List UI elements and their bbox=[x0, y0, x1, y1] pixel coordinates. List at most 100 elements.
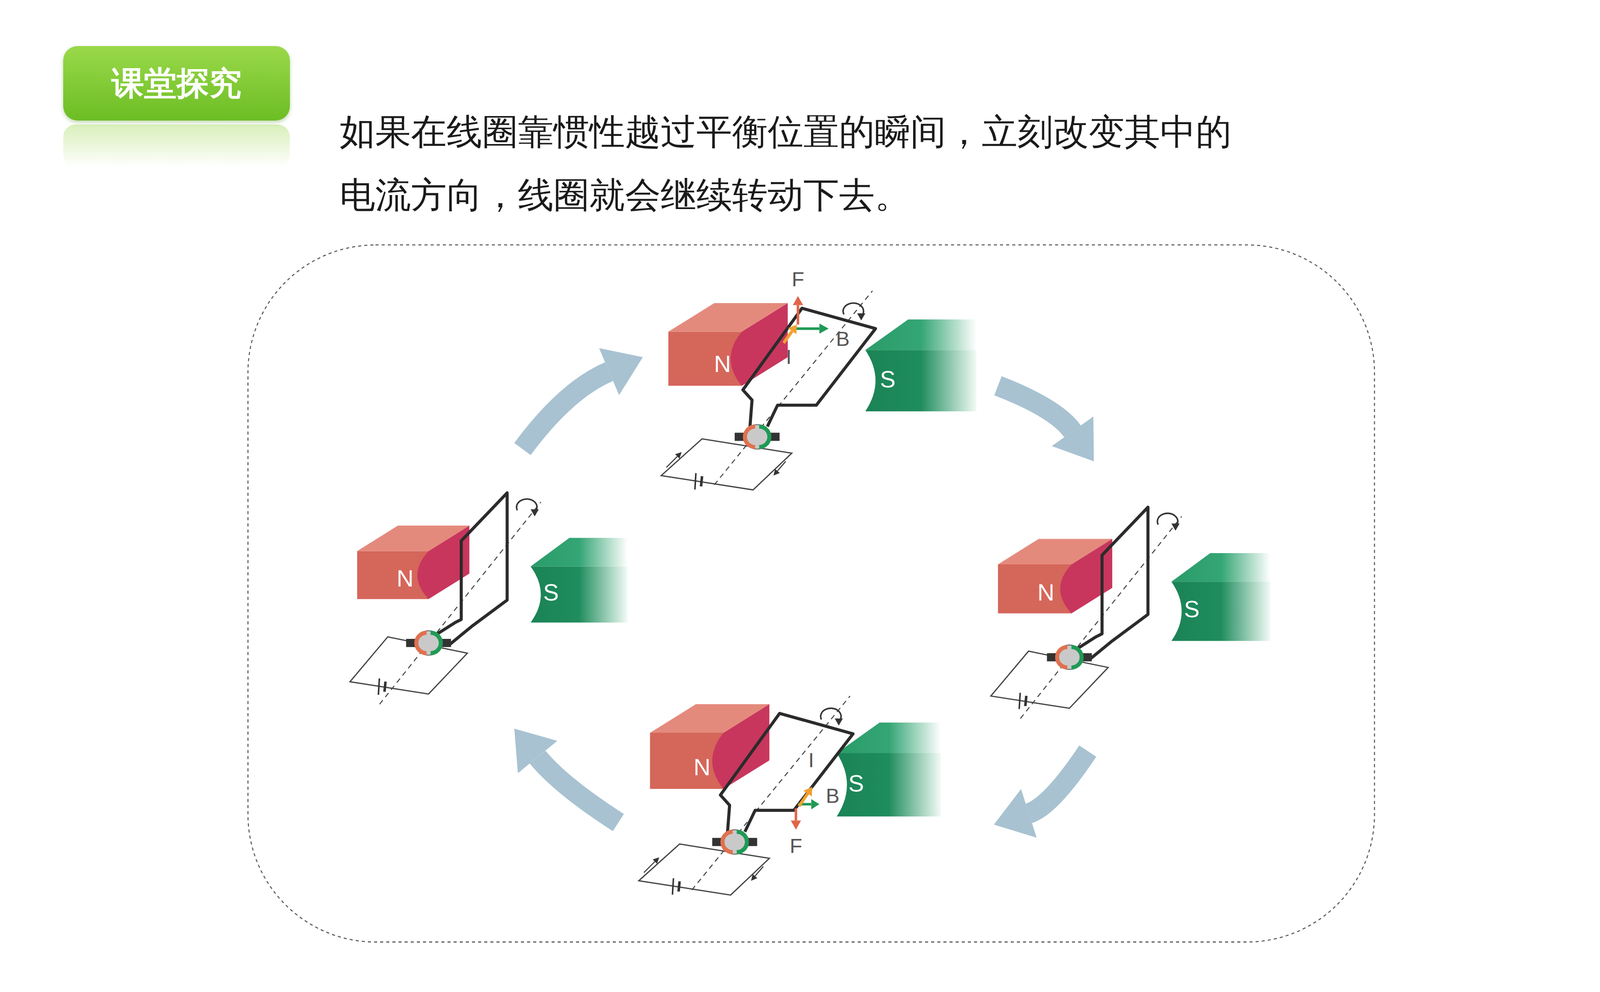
magnet-top bbox=[1171, 553, 1271, 582]
badge-text: 课堂探究 bbox=[111, 64, 242, 103]
rotation-head bbox=[834, 718, 843, 726]
pole-letter: N bbox=[713, 350, 732, 378]
pole-letter: S bbox=[879, 366, 896, 394]
dashed-frame bbox=[247, 244, 1375, 943]
battery bbox=[378, 678, 380, 696]
coil bbox=[742, 308, 876, 427]
n-magnet bbox=[668, 303, 788, 386]
cycle-arrow-head bbox=[599, 348, 644, 396]
coil-stage bbox=[661, 290, 876, 490]
n-magnet bbox=[649, 704, 770, 790]
field-arrow bbox=[795, 327, 820, 331]
current-arrow bbox=[783, 331, 793, 343]
magnet-pole-label: S bbox=[845, 768, 867, 800]
commutator bbox=[744, 424, 770, 449]
magnet-pole-label: N bbox=[711, 349, 734, 380]
coil-stage bbox=[349, 493, 542, 705]
pole-letter: N bbox=[396, 565, 414, 593]
pole-letter: N bbox=[693, 754, 711, 782]
magnet-top bbox=[530, 537, 628, 567]
magnet-front bbox=[668, 331, 742, 387]
s-magnet bbox=[530, 537, 628, 623]
badge-reflection bbox=[63, 124, 290, 168]
commutator bbox=[722, 830, 747, 855]
magnet-pole-label: S bbox=[876, 364, 899, 396]
coil-stage bbox=[990, 507, 1182, 719]
n-magnet bbox=[357, 525, 470, 600]
circuit bbox=[990, 651, 1109, 709]
cycle-arrow bbox=[537, 757, 619, 823]
current-arrow-head bbox=[652, 857, 659, 864]
cycle-arrow-head bbox=[514, 728, 558, 774]
magnet-top bbox=[836, 722, 941, 754]
rotation-head bbox=[857, 313, 866, 321]
field-arrow-head bbox=[819, 323, 829, 335]
pole-letter: S bbox=[543, 579, 560, 607]
current-arrow-head bbox=[788, 324, 798, 335]
vector-label: B bbox=[835, 327, 850, 351]
rotation-head bbox=[1171, 523, 1180, 532]
commutator-half bbox=[1057, 647, 1068, 668]
s-magnet bbox=[865, 319, 977, 411]
force-arrow bbox=[796, 305, 800, 325]
vector-label: I bbox=[808, 749, 815, 772]
pole-letter: S bbox=[1184, 596, 1200, 624]
title-badge: 课堂探究 bbox=[63, 46, 290, 121]
battery bbox=[1019, 692, 1021, 710]
battery bbox=[700, 476, 702, 487]
magnet-pole-label: N bbox=[690, 752, 714, 784]
magnet-pole-label: S bbox=[540, 577, 562, 609]
current-arrow bbox=[666, 456, 677, 468]
battery bbox=[1025, 695, 1027, 707]
battery bbox=[695, 473, 696, 490]
magnet-front bbox=[836, 753, 941, 817]
commutator-half bbox=[744, 426, 756, 448]
battery bbox=[672, 878, 674, 895]
rotation-head bbox=[530, 509, 539, 517]
commutator-half bbox=[430, 632, 442, 654]
commutator-half bbox=[759, 426, 770, 448]
magnet-pole-label: N bbox=[1034, 577, 1058, 609]
current-arrow-head bbox=[675, 452, 682, 459]
field-arrow-head bbox=[811, 799, 820, 810]
pole-letter: N bbox=[1037, 579, 1055, 607]
commutator-half bbox=[722, 831, 733, 853]
commutator-half bbox=[416, 632, 427, 654]
current-arrow-head bbox=[751, 874, 758, 882]
vector-label: I bbox=[785, 345, 792, 369]
current-arrow bbox=[755, 866, 764, 877]
current-arrow bbox=[777, 461, 786, 472]
commutator-half bbox=[1071, 647, 1083, 668]
circuit bbox=[661, 438, 792, 490]
cycle-arrow bbox=[998, 385, 1073, 432]
cycle-arrow bbox=[522, 371, 610, 449]
current-arrow bbox=[798, 793, 808, 807]
force-arrow-head bbox=[790, 820, 802, 830]
vector-label: F bbox=[791, 268, 805, 291]
magnet-pole-label: S bbox=[1181, 594, 1203, 626]
n-magnet bbox=[998, 538, 1113, 614]
vector-label: F bbox=[789, 834, 803, 858]
cycle-arrow bbox=[1028, 751, 1088, 814]
magnet-top bbox=[865, 319, 977, 350]
cycle-arrow-head bbox=[993, 789, 1037, 839]
magnet-pole-label: N bbox=[393, 563, 417, 595]
force-arrow bbox=[794, 808, 798, 821]
commutator bbox=[1057, 645, 1082, 670]
explanation-text: 如果在线圈靠惯性越过平衡位置的瞬间，立刻改变其中的 电流方向，线圈就会继续转动下… bbox=[339, 100, 1247, 227]
coil bbox=[432, 493, 508, 646]
circuit bbox=[349, 636, 468, 695]
commutator-half bbox=[736, 831, 747, 853]
magnet-front bbox=[1171, 581, 1271, 641]
circuit bbox=[638, 844, 770, 896]
vector-label: B bbox=[825, 784, 840, 808]
magnet-pole bbox=[712, 704, 770, 790]
magnet-front bbox=[530, 566, 628, 623]
magnet-pole bbox=[730, 303, 789, 386]
current-arrow bbox=[643, 861, 655, 873]
coil bbox=[720, 713, 854, 832]
magnet-front bbox=[865, 349, 977, 412]
current-arrow-head bbox=[773, 469, 780, 476]
battery bbox=[678, 881, 680, 892]
